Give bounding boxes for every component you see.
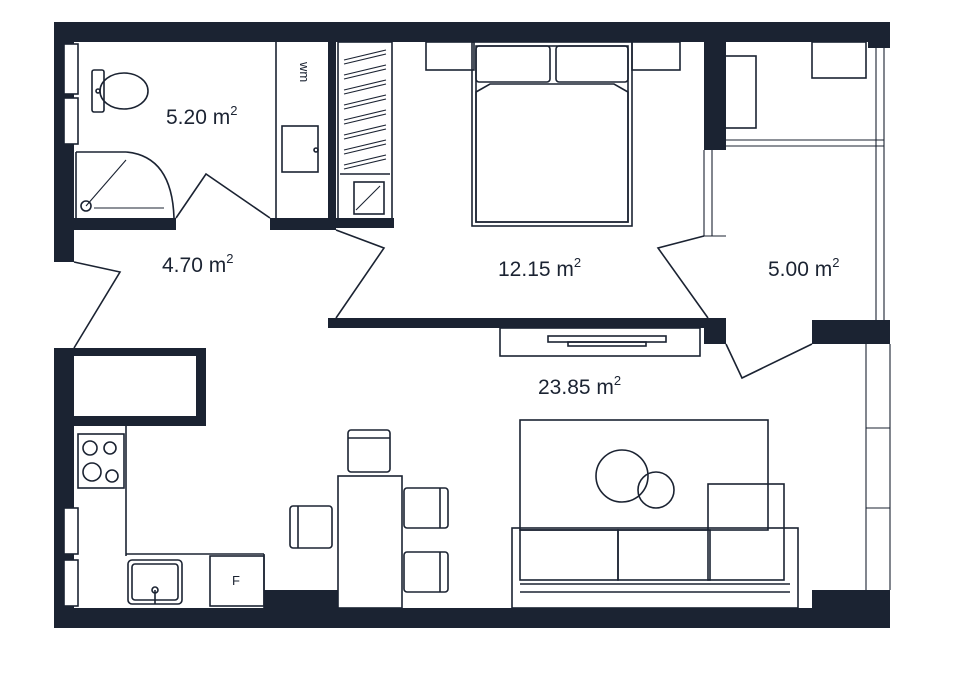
wardrobe <box>337 41 393 221</box>
bedroom: 12.15 m2 <box>335 41 709 319</box>
shower-icon <box>75 151 175 219</box>
kitchen-sink-icon <box>127 559 183 605</box>
hanger <box>343 94 387 110</box>
hanger <box>343 109 387 125</box>
balcony-area: 5.00 m2 <box>768 255 839 281</box>
rug <box>519 419 769 531</box>
chair-icon <box>347 429 391 473</box>
hanger <box>343 79 387 95</box>
bathroom-door-swing <box>175 172 271 219</box>
fridge: F <box>209 555 265 607</box>
chair-icon <box>403 487 449 529</box>
hallway: 4.70 m2 <box>73 172 271 349</box>
living-room: 23.85 m2 <box>289 327 799 609</box>
living-area: 23.85 m2 <box>538 373 621 399</box>
stove-icon <box>77 433 125 489</box>
sofa-icon <box>511 483 799 609</box>
hanger <box>343 49 387 65</box>
hallway-area: 4.70 m2 <box>162 251 233 277</box>
balcony-glazing <box>703 41 891 590</box>
door-swing <box>335 229 386 319</box>
bathroom-area: 5.20 m2 <box>166 103 237 129</box>
tv-stand <box>499 327 701 357</box>
kitchen: F <box>77 426 265 608</box>
dining-table <box>337 475 403 609</box>
nightstand-right <box>631 41 681 71</box>
hanger <box>343 124 387 140</box>
toilet-icon <box>91 69 149 113</box>
entrance-door-swing <box>73 261 122 349</box>
hanger <box>343 64 387 80</box>
bedroom-area: 12.15 m2 <box>498 255 581 281</box>
balcony: 5.00 m2 <box>725 255 839 380</box>
washing-machine-label: wm <box>297 61 312 82</box>
window-left <box>63 43 79 607</box>
balcony-door-swing <box>725 343 813 380</box>
chair-icon <box>289 505 333 549</box>
side-table <box>637 471 675 509</box>
hanger <box>343 154 387 170</box>
fridge-label: F <box>232 573 240 588</box>
sink-icon <box>281 125 319 173</box>
nightstand-left <box>425 41 475 71</box>
coffee-table <box>595 449 649 503</box>
chair-icon <box>403 551 449 593</box>
exterior-walls <box>54 22 890 628</box>
interior-walls <box>70 22 726 426</box>
hanger <box>343 139 387 155</box>
bathroom: wm 5.20 m2 <box>75 42 319 219</box>
bed-icon <box>471 41 633 227</box>
door-swing <box>656 235 709 319</box>
